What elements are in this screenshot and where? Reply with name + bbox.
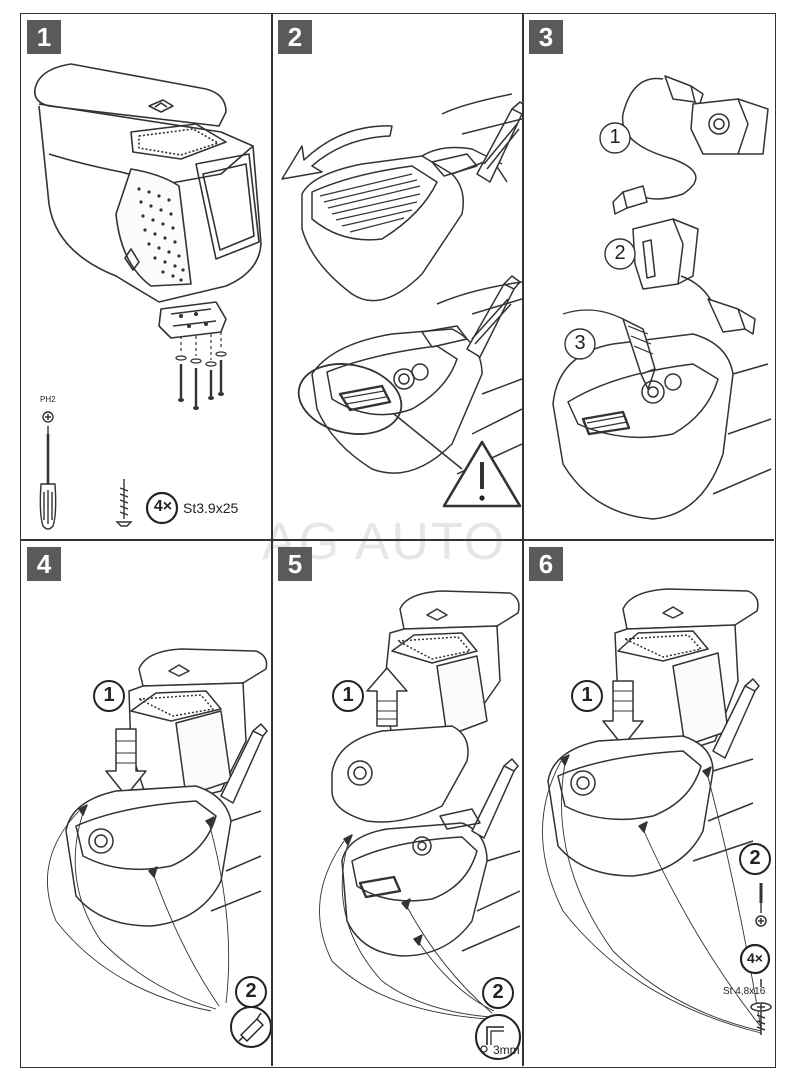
callout-2: 2 bbox=[492, 981, 504, 1003]
callout-2: 2 bbox=[245, 980, 257, 1002]
step-panel-6: 6 bbox=[523, 541, 775, 1066]
screw-count-label: 4× bbox=[153, 498, 173, 515]
step-panel-2: 2 bbox=[272, 14, 522, 539]
callout-1: 1 bbox=[609, 126, 621, 148]
final-fix-illustration bbox=[542, 588, 772, 1035]
step-panel-5: 5 bbox=[272, 541, 522, 1066]
tool-label: PH2 bbox=[40, 395, 56, 404]
step-panel-4: 4 bbox=[21, 541, 271, 1066]
step-panel-3: 3 bbox=[523, 14, 775, 539]
step-number: 1 bbox=[27, 20, 61, 54]
screw-spec-label: St 4,8x16 bbox=[723, 986, 766, 997]
screw-count-label: 4× bbox=[747, 950, 763, 966]
step-panel-1: 1 bbox=[21, 14, 271, 539]
screw-spec-label: St3.9x25 bbox=[183, 500, 239, 516]
drill-hole-illustration bbox=[319, 590, 521, 1060]
armrest-assembly-illustration bbox=[33, 63, 262, 530]
callout-1: 1 bbox=[103, 684, 115, 706]
step-number: 3 bbox=[529, 20, 563, 54]
step-number: 5 bbox=[278, 547, 312, 581]
step-number: 4 bbox=[27, 547, 61, 581]
grid-divider bbox=[21, 539, 774, 541]
callout-2: 2 bbox=[749, 847, 761, 869]
power-socket-illustration bbox=[552, 75, 772, 520]
callout-1: 1 bbox=[581, 684, 593, 706]
mount-armrest-illustration bbox=[46, 648, 271, 1048]
instruction-sheet: 1 bbox=[20, 13, 776, 1068]
callout-3: 3 bbox=[574, 332, 586, 354]
drill-size-label: 3mm bbox=[493, 1043, 520, 1057]
remove-tray-illustration bbox=[281, 93, 522, 508]
callout-2: 2 bbox=[614, 242, 626, 264]
step-number: 2 bbox=[278, 20, 312, 54]
callout-1: 1 bbox=[342, 684, 354, 706]
step-number: 6 bbox=[529, 547, 563, 581]
